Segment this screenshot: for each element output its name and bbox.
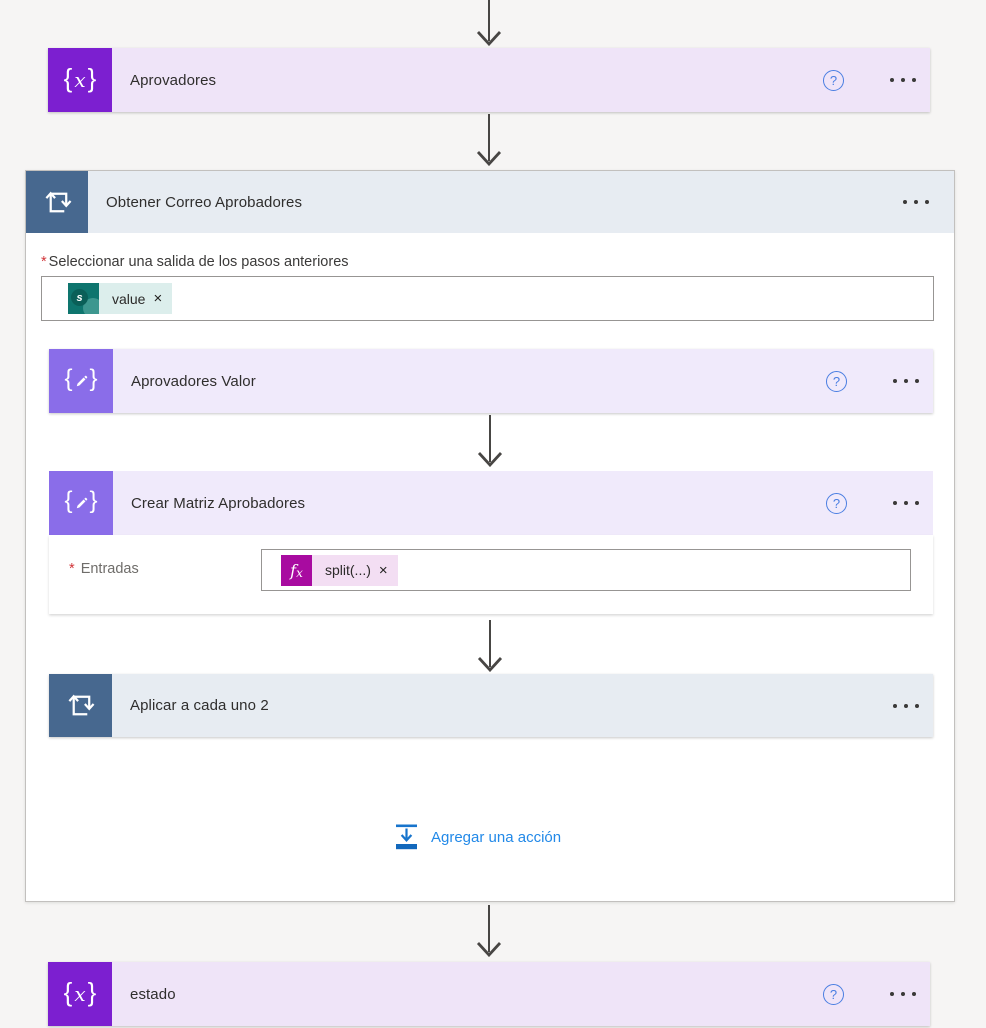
arrow-shaft: [488, 620, 492, 667]
x-glyph: x: [74, 68, 86, 92]
card-title: Aprovadores: [130, 71, 217, 89]
scope-header[interactable]: Obtener Correo Aprobadores: [26, 171, 954, 233]
brace-glyph: }: [87, 977, 97, 1007]
arrow-shaft: [488, 415, 492, 462]
brace-glyph: }: [87, 63, 97, 93]
field-label-select-output: *Seleccionar una salida de los pasos ant…: [41, 254, 349, 270]
more-options-icon[interactable]: [890, 78, 916, 82]
required-asterisk: *: [69, 561, 75, 577]
token-label: split(...): [325, 562, 371, 578]
card-title: Aprovadores Valor: [131, 372, 256, 390]
flow-connector-arrow[interactable]: [475, 114, 503, 166]
flow-connector-arrow[interactable]: [475, 905, 503, 957]
more-options-icon[interactable]: [890, 992, 916, 996]
arrow-down-icon: [476, 942, 502, 957]
foreach-scope-obtener-correo: Obtener Correo Aprobadores *Seleccionar …: [25, 170, 955, 902]
compose-icon: { }: [49, 471, 113, 535]
token-label: value: [112, 290, 146, 307]
arrow-down-icon: [477, 657, 503, 672]
variable-icon: {x}: [48, 48, 112, 112]
brace-glyph: {: [64, 365, 73, 392]
add-action-button[interactable]: Agregar una acción: [395, 824, 561, 850]
more-options-icon[interactable]: [903, 200, 929, 204]
arrow-shaft: [487, 905, 491, 952]
help-icon[interactable]: ?: [823, 983, 844, 1005]
scope-title: Obtener Correo Aprobadores: [106, 193, 303, 211]
select-output-input[interactable]: s value ×: [41, 276, 934, 321]
flow-connector-arrow[interactable]: [475, 0, 503, 46]
flow-connector-arrow[interactable]: [476, 620, 504, 672]
action-card-crear-matriz[interactable]: { } Crear Matriz Aprobadores ?: [49, 471, 933, 535]
foreach-loop-icon: [49, 674, 112, 737]
arrow-down-icon: [476, 31, 502, 46]
add-action-label: Agregar una acción: [431, 828, 562, 846]
action-card-estado[interactable]: {x} estado ?: [48, 962, 930, 1026]
more-options-icon[interactable]: [893, 501, 919, 505]
arrow-down-icon: [476, 151, 502, 166]
remove-token-icon[interactable]: ×: [153, 290, 163, 307]
help-icon[interactable]: ?: [826, 370, 847, 392]
brace-glyph: }: [89, 365, 98, 392]
brace-glyph: {: [64, 487, 73, 514]
foreach-loop-icon: [26, 171, 88, 233]
arrow-down-icon: [477, 452, 503, 467]
action-card-aprovadores-valor[interactable]: { } Aprovadores Valor ?: [49, 349, 933, 413]
brace-glyph: {: [63, 977, 73, 1007]
action-card-aprovadores[interactable]: {x} Aprovadores ?: [48, 48, 930, 112]
pencil-icon: [75, 497, 88, 510]
insert-action-icon: [396, 824, 417, 850]
field-label-entradas: * Entradas: [69, 561, 139, 577]
more-options-icon[interactable]: [893, 379, 919, 383]
card-title: Aplicar a cada uno 2: [130, 697, 269, 714]
help-icon[interactable]: ?: [826, 492, 847, 514]
variable-icon: {x}: [48, 962, 112, 1026]
card-title: estado: [130, 985, 176, 1003]
action-card-aplicar-a-cada-uno-2[interactable]: Aplicar a cada uno 2: [49, 674, 933, 737]
brace-glyph: {: [63, 63, 73, 93]
brace-glyph: }: [89, 487, 98, 514]
value-token[interactable]: s value ×: [68, 283, 173, 314]
sharepoint-icon: s: [68, 283, 99, 314]
card-title: Crear Matriz Aprobadores: [131, 494, 306, 512]
pencil-icon: [75, 375, 88, 388]
compose-icon: { }: [49, 349, 113, 413]
flow-connector-arrow[interactable]: [476, 415, 504, 467]
more-options-icon[interactable]: [893, 703, 919, 708]
x-glyph: x: [74, 982, 86, 1006]
arrow-shaft: [487, 0, 491, 41]
remove-token-icon[interactable]: ×: [378, 561, 388, 579]
required-asterisk: *: [41, 254, 47, 270]
help-icon[interactable]: ?: [823, 69, 844, 91]
arrow-shaft: [487, 114, 491, 161]
